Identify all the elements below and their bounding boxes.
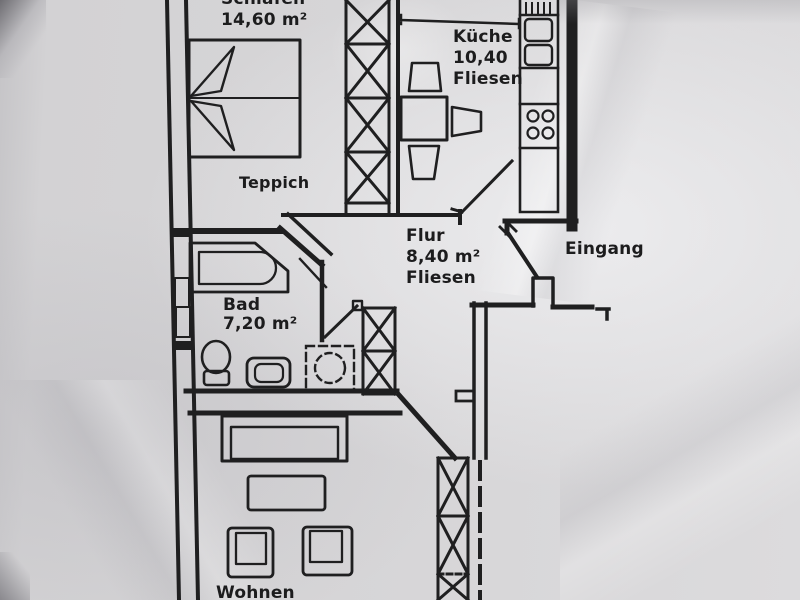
dining-table-group <box>399 61 483 181</box>
kitchen-door <box>450 158 515 215</box>
armchair <box>301 525 354 577</box>
hatched-shaft-middle <box>360 305 398 397</box>
room-area: 7,20 m² <box>223 314 298 334</box>
sofa <box>220 414 349 463</box>
corridor-right-wall <box>454 301 488 600</box>
dining-chair <box>407 61 443 93</box>
room-name: Flur <box>406 226 445 246</box>
room-label-schlafen: Schlafen 14,60 m² <box>221 0 307 31</box>
room-name: Küche <box>453 27 513 47</box>
room-label-wohnen: Wohnen <box>216 583 295 600</box>
bad-diagonal-wall-inner <box>285 211 334 257</box>
floor-type: Fliesen <box>453 69 523 89</box>
bad-door <box>298 257 364 340</box>
room-area: 10,40 <box>453 48 508 68</box>
kitchen-counter <box>518 0 560 214</box>
room-label-kueche: Küche 10,40 Fliesen <box>453 27 523 90</box>
toilet <box>200 339 232 387</box>
coffee-table <box>246 474 327 512</box>
hatched-shaft-top <box>343 0 392 214</box>
room-label-flur: Flur 8,40 m² Fliesen <box>406 226 480 289</box>
room-name: Bad <box>223 295 261 315</box>
bad-diagonal-wall <box>276 224 326 269</box>
room-name: Schlafen <box>221 0 307 10</box>
room-label-bad: Bad 7,20 m² <box>223 296 297 334</box>
floor-type: Teppich <box>239 173 310 192</box>
hatched-shaft-bottom <box>435 455 471 600</box>
washing-machine <box>304 344 356 392</box>
dining-chair <box>407 144 441 181</box>
label-eingang: Eingang <box>565 239 644 260</box>
floor-type: Fliesen <box>406 268 476 288</box>
armchair <box>226 526 275 579</box>
left-exterior-wall <box>164 0 201 600</box>
flur-top-wall <box>281 209 462 225</box>
bathroom-window <box>174 277 191 338</box>
room-name: Eingang <box>565 239 644 259</box>
sink <box>523 2 554 67</box>
double-bed <box>187 38 302 159</box>
dining-table <box>399 95 449 142</box>
washbasin <box>245 356 292 389</box>
room-area: 14,60 m² <box>221 10 308 30</box>
cooktop <box>526 109 555 140</box>
bathtub <box>188 241 290 294</box>
dining-chair <box>450 105 483 138</box>
floor-label-teppich: Teppich <box>239 173 309 193</box>
wohnen-diagonal-wall <box>395 391 459 462</box>
flur-bottom-wall <box>469 276 611 321</box>
room-name: Wohnen <box>216 583 295 600</box>
entrance-door <box>498 219 540 280</box>
room-area: 8,40 m² <box>406 247 481 267</box>
